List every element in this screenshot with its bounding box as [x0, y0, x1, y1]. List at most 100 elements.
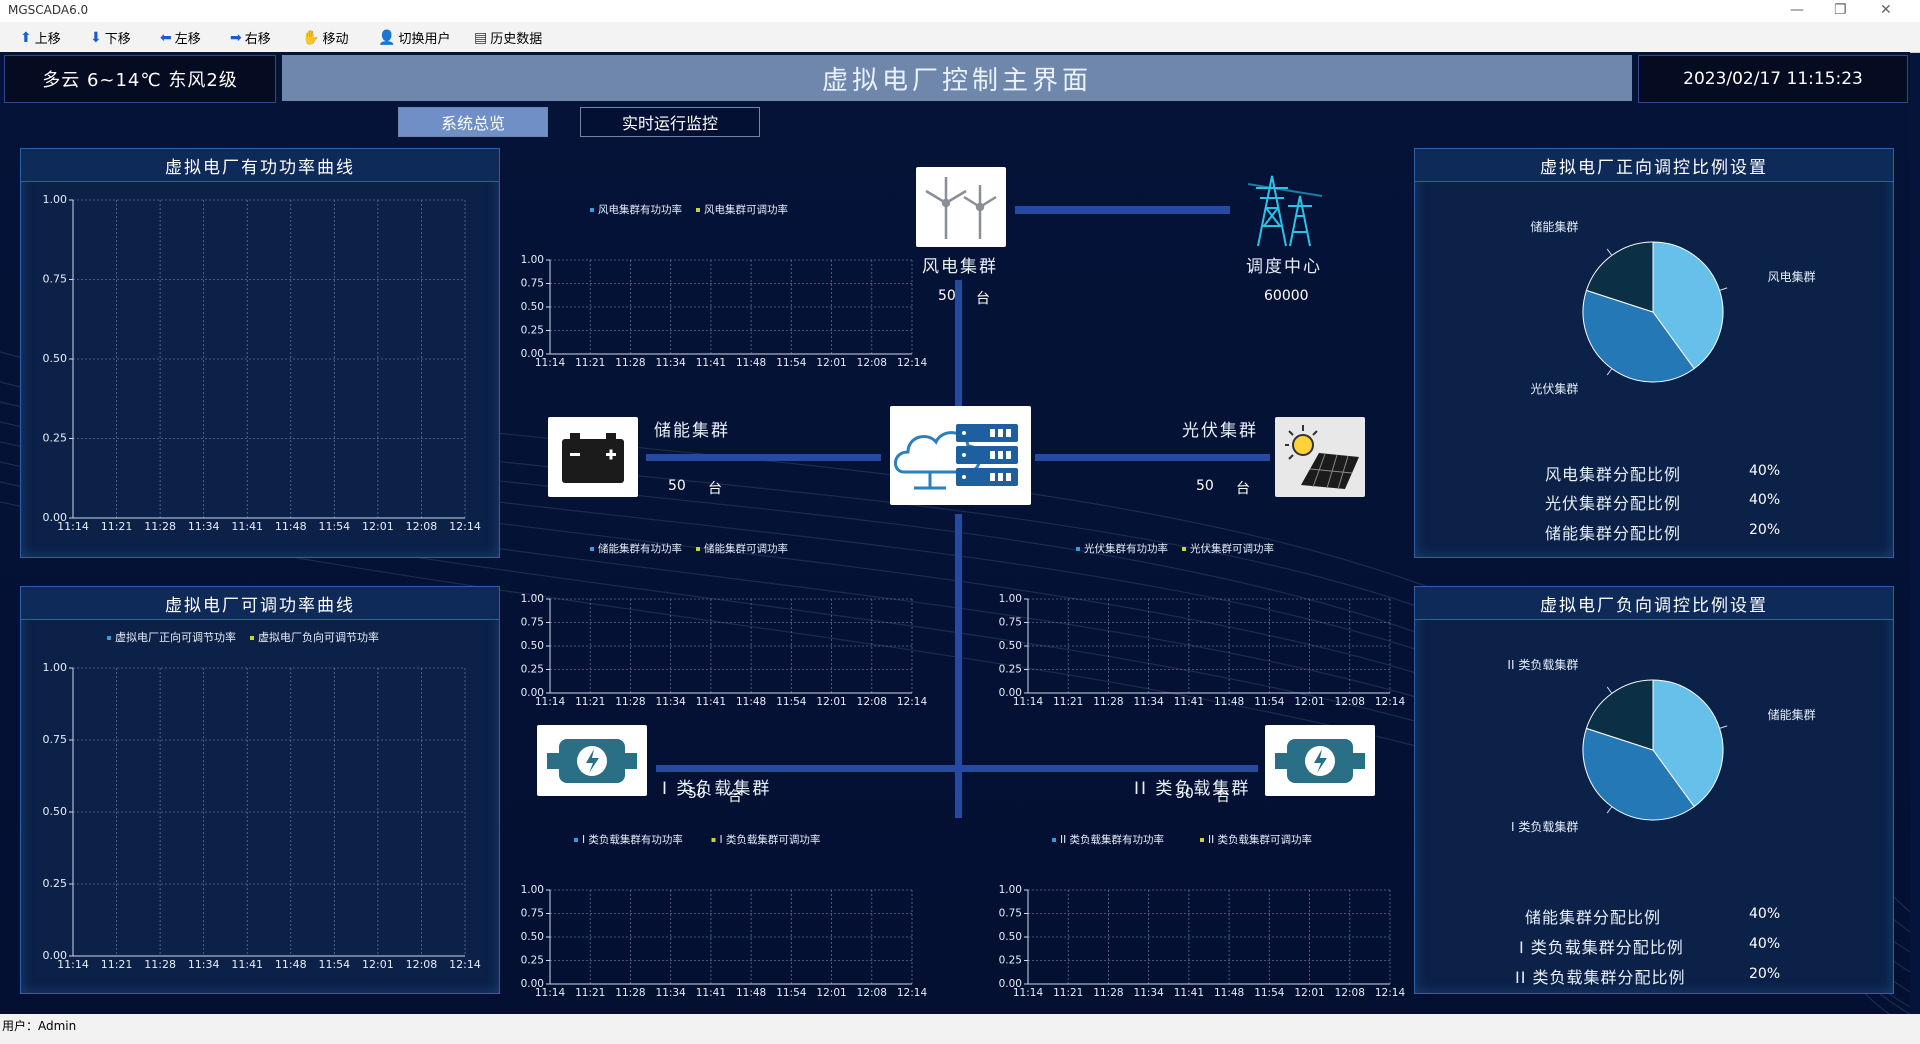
wind-unit: 台 — [976, 291, 990, 307]
cloud-server-icon[interactable] — [890, 406, 1031, 505]
y-tick-label: 0.50 — [999, 931, 1022, 943]
tab-system-overview[interactable]: 系统总览 — [398, 107, 548, 137]
panel-title: 虚拟电厂正向调控比例设置 — [1415, 149, 1893, 182]
load1-count: 50 — [688, 786, 706, 802]
x-tick-label: 12:08 — [1335, 987, 1365, 999]
x-tick-label: 12:14 — [449, 958, 481, 971]
pie-slice — [1585, 679, 1654, 751]
minimize-icon[interactable]: — — [1790, 2, 1804, 18]
dispatch-value: 60000 — [1264, 288, 1309, 304]
y-tick-label: 0.75 — [999, 617, 1022, 629]
move-down-button[interactable]: ⬇下移 — [90, 28, 131, 48]
load2-cluster-label: II 类负载集群 — [1134, 779, 1251, 799]
y-tick-label: 1.00 — [43, 193, 68, 206]
y-tick-label: 0.75 — [521, 908, 544, 920]
legend-label: II 类负载集群有功功率 — [1060, 833, 1164, 846]
legend-label: 光伏集群有功功率 — [1084, 542, 1168, 555]
x-tick-label: 11:28 — [1093, 987, 1123, 999]
x-tick-label: 11:54 — [318, 520, 350, 533]
x-tick-label: 11:34 — [656, 987, 687, 999]
dispatch-center-label: 调度中心 — [1246, 257, 1322, 277]
legend-label: 虚拟电厂正向可调节功率 — [115, 630, 236, 644]
y-tick-label: 0.25 — [43, 877, 68, 890]
datetime-display: 2023/02/17 11:15:23 — [1638, 55, 1908, 103]
load1-motor-icon[interactable] — [537, 725, 647, 796]
wind-turbine-icon[interactable] — [916, 167, 1006, 247]
storage-unit: 台 — [708, 481, 722, 497]
battery-icon[interactable] — [548, 417, 638, 497]
history-data-button[interactable]: ▤历史数据 — [474, 28, 542, 48]
panel-title: 虚拟电厂可调功率曲线 — [21, 587, 499, 620]
x-tick-label: 12:08 — [857, 357, 887, 369]
move-up-button[interactable]: ⬆上移 — [20, 28, 61, 48]
x-tick-label: 12:01 — [816, 357, 846, 369]
load2-motor-icon[interactable] — [1265, 725, 1375, 796]
positive-ratio-panel: 虚拟电厂正向调控比例设置 风电集群光伏集群储能集群 风电集群分配比例 40% 光… — [1414, 148, 1894, 558]
move-down-label: 下移 — [104, 32, 131, 47]
ratio-label: 储能集群分配比例 — [1525, 908, 1662, 927]
ratio-value: 20% — [1749, 966, 1781, 982]
x-tick-label: 11:54 — [1254, 696, 1285, 708]
storage-count: 50 — [668, 478, 686, 494]
y-tick-label: 0.75 — [521, 617, 544, 629]
pie-slice — [1585, 241, 1654, 313]
x-tick-label: 11:34 — [188, 958, 220, 971]
move-right-button[interactable]: ➡右移 — [230, 28, 271, 48]
x-tick-label: 11:34 — [656, 696, 687, 708]
document-icon: ▤ — [474, 29, 488, 46]
legend-label: 储能集群有功功率 — [598, 542, 682, 555]
y-tick-label: 1.00 — [43, 661, 68, 674]
ratio-value: 20% — [1749, 522, 1781, 538]
x-tick-label: 11:21 — [575, 357, 605, 369]
load2-unit: 台 — [1216, 789, 1230, 805]
ratio-value: 40% — [1749, 492, 1781, 508]
legend-swatch — [1182, 547, 1186, 551]
legend-label: 光伏集群可调功率 — [1190, 542, 1274, 555]
x-tick-label: 11:54 — [776, 987, 807, 999]
switch-user-button[interactable]: 👤切换用户 — [378, 28, 450, 48]
y-tick-label: 0.50 — [521, 301, 544, 313]
move-up-label: 上移 — [34, 32, 61, 47]
y-tick-label: 0.50 — [43, 805, 68, 818]
solar-panel-icon[interactable] — [1275, 417, 1365, 497]
y-tick-label: 1.00 — [521, 593, 544, 605]
user-icon: 👤 — [378, 29, 396, 46]
y-tick-label: 0.75 — [999, 908, 1022, 920]
close-icon[interactable]: ✕ — [1880, 2, 1892, 18]
pie-label: II 类负载集群 — [1507, 657, 1578, 672]
x-tick-label: 11:48 — [275, 958, 307, 971]
legend-label: 风电集群有功功率 — [598, 203, 682, 216]
connection-line — [955, 514, 962, 818]
x-tick-label: 11:14 — [1013, 696, 1044, 708]
x-tick-label: 11:34 — [1134, 987, 1165, 999]
x-tick-label: 12:14 — [1375, 696, 1406, 708]
legend-swatch — [574, 838, 578, 842]
weather-display: 多云 6~14℃ 东风2级 — [4, 55, 276, 103]
legend-swatch — [590, 208, 594, 212]
pie-leader-line — [1606, 248, 1613, 256]
y-tick-label: 0.25 — [999, 664, 1022, 676]
x-tick-label: 11:34 — [188, 520, 220, 533]
ratio-label: 风电集群分配比例 — [1545, 465, 1682, 484]
y-tick-label: 0.00 — [43, 511, 68, 524]
y-tick-label: 0.50 — [521, 931, 544, 943]
x-tick-label: 11:21 — [575, 696, 605, 708]
pan-button[interactable]: ✋移动 — [302, 28, 348, 48]
x-tick-label: 11:48 — [275, 520, 307, 533]
connection-line — [955, 280, 962, 420]
y-tick-label: 0.75 — [521, 278, 544, 290]
legend-swatch — [711, 838, 716, 842]
restore-icon[interactable]: ❐ — [1834, 2, 1847, 18]
tab-realtime-monitor[interactable]: 实时运行监控 — [580, 107, 760, 137]
move-left-button[interactable]: ⬅左移 — [160, 28, 201, 48]
x-tick-label: 11:28 — [615, 987, 645, 999]
pie-leader-line — [1606, 368, 1613, 376]
x-tick-label: 11:14 — [535, 357, 566, 369]
connection-line — [1035, 454, 1270, 461]
panel-title: 虚拟电厂负向调控比例设置 — [1415, 587, 1893, 620]
transmission-tower-icon[interactable] — [1238, 166, 1328, 248]
